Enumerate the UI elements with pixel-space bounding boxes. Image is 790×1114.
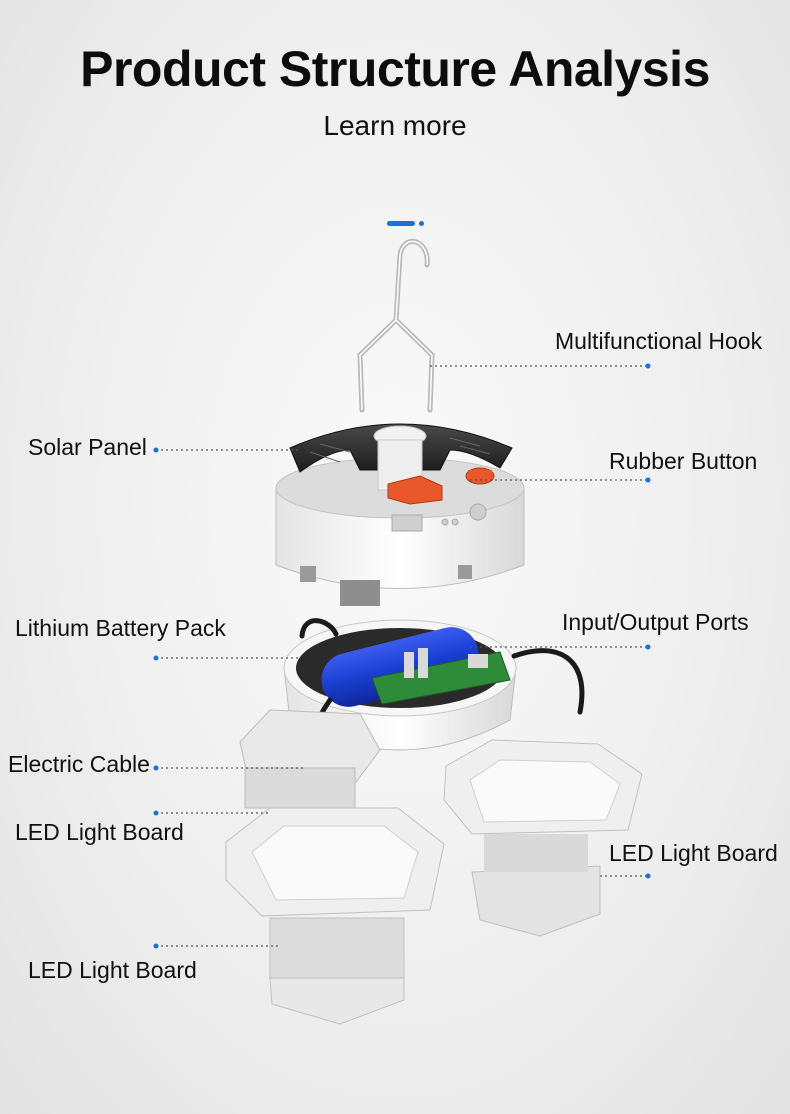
led-board-bottom-left: [225, 807, 445, 1025]
label-led-light-board-left-bottom: LED Light Board: [28, 957, 197, 983]
label-solar-panel: Solar Panel: [28, 434, 147, 460]
lithium-battery-part: [321, 627, 479, 707]
hook-part: [357, 238, 435, 413]
led-board-top-left: [239, 709, 381, 809]
label-led-light-board-right: LED Light Board: [609, 840, 778, 866]
page-title: Product Structure Analysis: [80, 41, 710, 97]
label-electric-cable: Electric Cable: [8, 751, 150, 777]
callout-dots: [153, 363, 651, 949]
led-board-right: [443, 739, 643, 937]
learn-more-link[interactable]: Learn more: [323, 110, 467, 141]
accent-dot: [419, 221, 424, 226]
label-input-output-ports: Input/Output Ports: [562, 609, 749, 635]
label-lithium-battery-pack: Lithium Battery Pack: [15, 615, 226, 641]
pcb-board-part: [371, 648, 511, 705]
label-rubber-button: Rubber Button: [609, 448, 758, 474]
label-led-light-board-left-top: LED Light Board: [15, 819, 184, 845]
port-slots: [391, 503, 487, 532]
callout-lines: [156, 365, 648, 947]
hook-part-highlight: [359, 240, 433, 411]
label-multifunctional-hook: Multifunctional Hook: [555, 328, 763, 354]
accent-bar: [387, 221, 415, 226]
